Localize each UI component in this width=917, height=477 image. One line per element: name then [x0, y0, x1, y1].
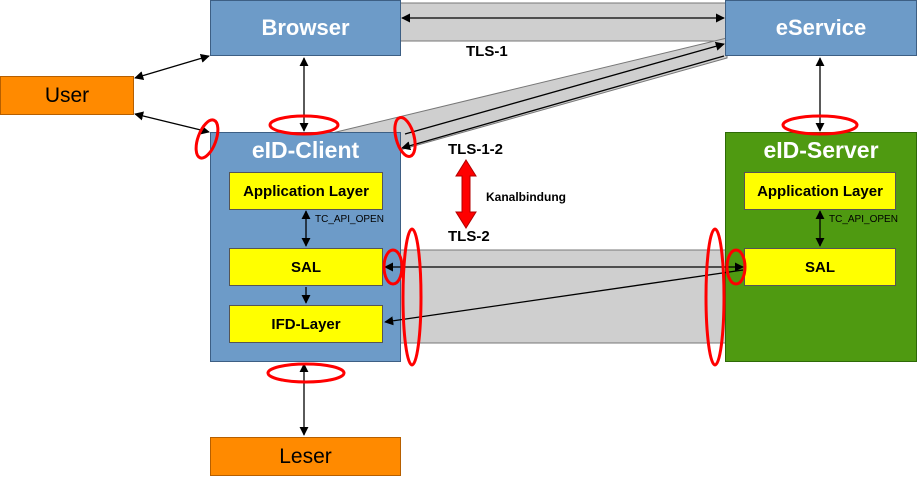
kanalbindung-arrow: [455, 159, 477, 229]
highlight-eservice-server: [781, 114, 859, 136]
highlight-tls12-client: [393, 116, 417, 158]
server-app-layer-label: Application Layer: [757, 182, 883, 200]
highlight-client-sal: [382, 248, 404, 286]
highlight-client-tls2: [401, 227, 423, 367]
client-app-layer-box: Application Layer: [229, 172, 383, 210]
client-api-label: TC_API_OPEN: [315, 214, 384, 225]
client-ifd-label: IFD-Layer: [271, 315, 341, 333]
server-sal-label: SAL: [805, 258, 835, 276]
ifd-sal-arrow: [384, 269, 744, 326]
highlight-server-sal: [725, 248, 747, 286]
user-client-arrow: [134, 111, 210, 135]
server-sal-box: SAL: [744, 248, 896, 286]
tls12-label: TLS-1-2: [448, 141, 504, 158]
server-api-label: TC_API_OPEN: [829, 214, 898, 225]
client-sal-label: SAL: [291, 258, 321, 276]
highlight-client-leser: [266, 362, 346, 384]
server-app-layer-box: Application Layer: [744, 172, 896, 210]
client-app-layer-label: Application Layer: [243, 182, 369, 200]
tls1-label: TLS-1: [466, 43, 508, 60]
client-sal-box: SAL: [229, 248, 383, 286]
eid-server-box: eID-Server: [725, 132, 917, 362]
browser-box: Browser: [210, 0, 401, 56]
tls12-upper-arrow: [404, 41, 725, 135]
kanalbindung-label: Kanalbindung: [486, 190, 566, 204]
tls2-label: TLS-2: [448, 228, 490, 245]
eid-server-title: eID-Server: [763, 137, 879, 163]
browser-label: Browser: [261, 15, 350, 40]
highlight-user-client: [194, 118, 220, 160]
tls12-lower-arrow: [401, 55, 725, 151]
user-box: User: [0, 76, 134, 115]
leser-label: Leser: [279, 444, 332, 468]
leser-box: Leser: [210, 437, 401, 476]
highlight-browser-client: [268, 114, 340, 136]
eid-client-title: eID-Client: [251, 137, 360, 163]
eservice-box: eService: [725, 0, 917, 56]
client-ifd-box: IFD-Layer: [229, 305, 383, 343]
user-browser-arrow: [134, 53, 210, 81]
user-label: User: [44, 83, 90, 107]
eservice-label: eService: [775, 15, 867, 40]
highlight-server-tls2: [704, 227, 726, 367]
